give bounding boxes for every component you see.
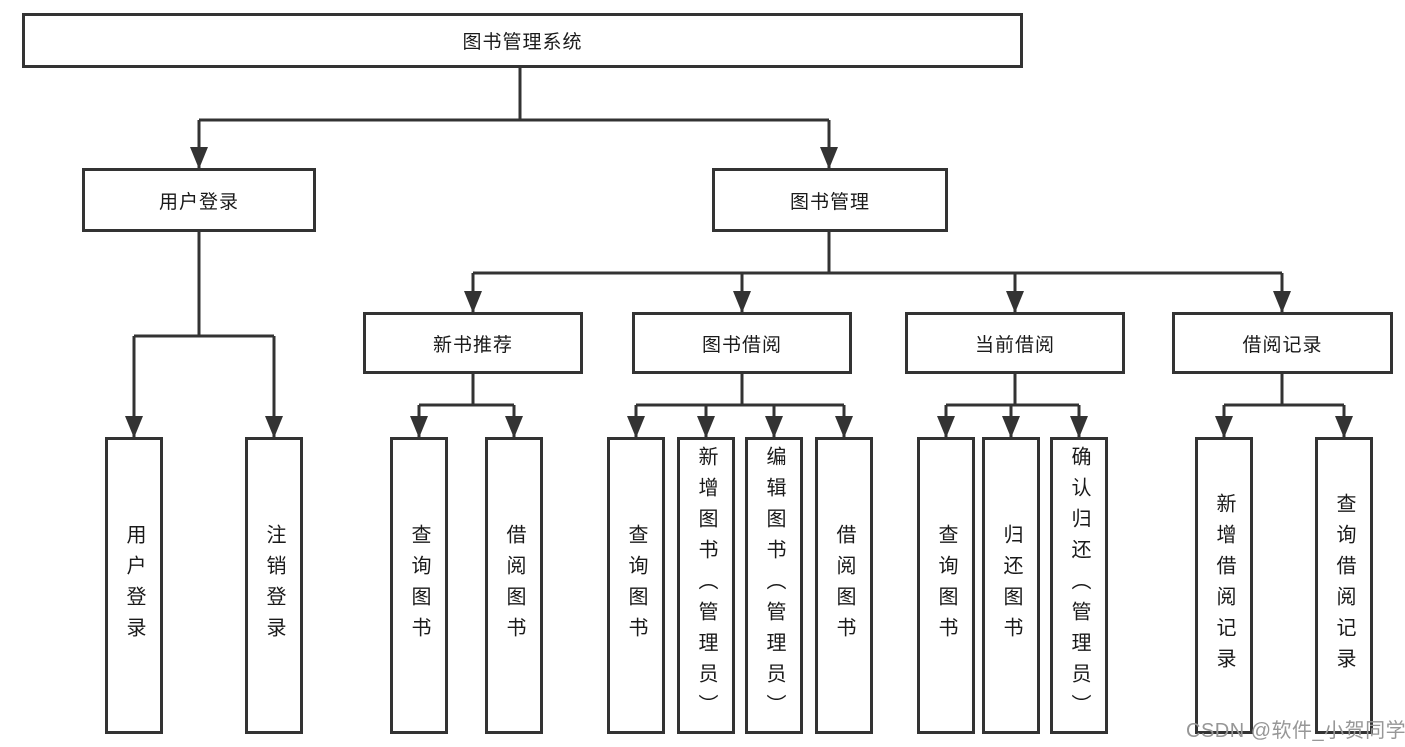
leaf-label: 注销登录	[263, 523, 285, 648]
leaf-label: 编辑图书（管理员）	[763, 446, 785, 725]
leaf-logout: 注销登录	[245, 437, 303, 734]
leaf-borrow-books-recommend: 借阅图书	[485, 437, 543, 734]
leaf-label: 查询图书	[935, 523, 957, 648]
node-label: 新书推荐	[432, 334, 513, 356]
node-library-management-system: 图书管理系统	[22, 13, 1023, 68]
leaf-label: 查询图书	[408, 523, 430, 648]
node-label: 用户登录	[158, 191, 239, 213]
leaf-label: 用户登录	[123, 523, 145, 648]
leaf-label: 查询借阅记录	[1333, 492, 1355, 679]
node-label: 借阅记录	[1242, 334, 1323, 356]
node-label: 当前借阅	[974, 334, 1055, 356]
csdn-watermark: CSDN @软件_小贺同学	[1186, 720, 1405, 742]
leaf-label: 新增图书（管理员）	[695, 446, 717, 725]
leaf-label: 查询图书	[625, 523, 647, 648]
node-label: 图书管理	[789, 191, 870, 213]
leaf-label: 确认归还（管理员）	[1068, 446, 1090, 725]
node-book-management: 图书管理	[712, 168, 948, 232]
node-book-borrowing: 图书借阅	[632, 312, 852, 374]
leaf-query-borrow-record: 查询借阅记录	[1315, 437, 1373, 734]
node-label: 图书管理系统	[462, 32, 583, 53]
node-label: 图书借阅	[701, 334, 782, 356]
leaf-label: 新增借阅记录	[1213, 492, 1235, 679]
leaf-edit-books-admin: 编辑图书（管理员）	[745, 437, 803, 734]
leaf-borrow-books-borrowing: 借阅图书	[815, 437, 873, 734]
leaf-user-login: 用户登录	[105, 437, 163, 734]
leaf-return-books: 归还图书	[982, 437, 1040, 734]
leaf-query-books-current: 查询图书	[917, 437, 975, 734]
node-borrowing-records: 借阅记录	[1172, 312, 1393, 374]
node-user-login: 用户登录	[82, 168, 316, 232]
node-current-borrowing: 当前借阅	[905, 312, 1125, 374]
leaf-label: 借阅图书	[503, 523, 525, 648]
node-new-book-recommendation: 新书推荐	[363, 312, 583, 374]
leaf-label: 归还图书	[1000, 523, 1022, 648]
leaf-label: 借阅图书	[833, 523, 855, 648]
leaf-query-books-recommend: 查询图书	[390, 437, 448, 734]
leaf-confirm-return-admin: 确认归还（管理员）	[1050, 437, 1108, 734]
leaf-add-borrow-record: 新增借阅记录	[1195, 437, 1253, 734]
leaf-query-books-borrowing: 查询图书	[607, 437, 665, 734]
leaf-add-books-admin: 新增图书（管理员）	[677, 437, 735, 734]
